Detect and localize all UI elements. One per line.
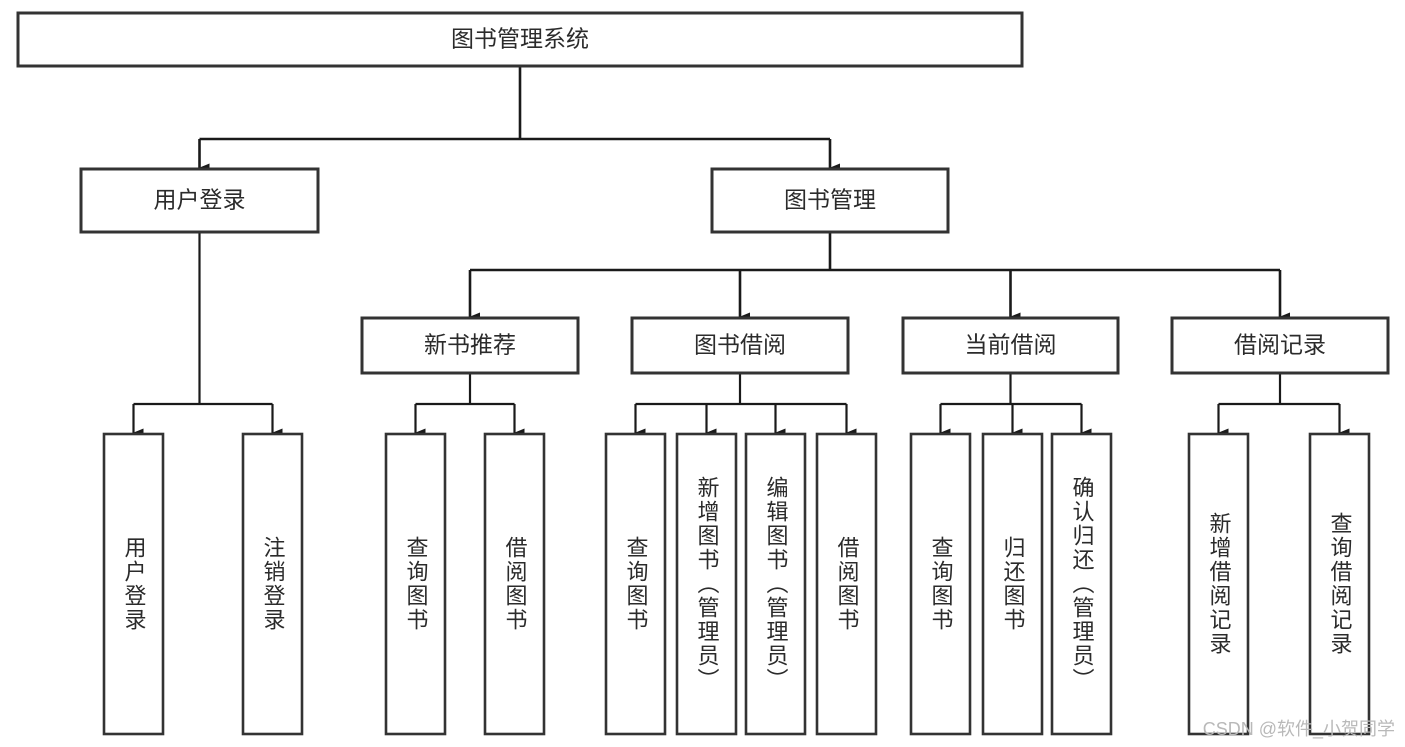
node-l3-新书推荐 <box>360 316 580 375</box>
node-l3-label-当前借阅: 当前借阅 <box>965 332 1057 358</box>
node-leaf-新增借阅记录-11 <box>1187 432 1250 736</box>
watermark: CSDN @软件_小贺同学 <box>1202 719 1395 739</box>
node-box-layer <box>16 11 1390 736</box>
node-leaf-注销登录-1 <box>241 432 304 736</box>
node-l3-label-借阅记录: 借阅记录 <box>1234 332 1326 358</box>
node-leaf-用户登录-0 <box>102 432 165 736</box>
node-leaf-借阅图书-7 <box>815 432 878 736</box>
connector-layer <box>132 66 1350 438</box>
node-l2-label-用户登录: 用户登录 <box>154 187 246 213</box>
node-l3-图书借阅 <box>630 316 850 375</box>
node-l3-label-新书推荐: 新书推荐 <box>424 332 516 358</box>
node-l2-图书管理 <box>710 167 950 234</box>
node-leaf-查询借阅记录-12 <box>1308 432 1371 736</box>
node-l2-label-图书管理: 图书管理 <box>784 187 876 213</box>
node-l3-借阅记录 <box>1170 316 1390 375</box>
node-leaf-查询图书-8 <box>909 432 972 736</box>
node-leaf-归还图书-9 <box>981 432 1044 736</box>
node-leaf-新增图书管理员-5 <box>675 432 738 736</box>
node-leaf-查询图书-4 <box>604 432 667 736</box>
node-root-图书管理系统 <box>16 11 1024 68</box>
node-leaf-编辑图书管理员-6 <box>744 432 807 736</box>
node-leaf-借阅图书-3 <box>483 432 546 736</box>
node-leaf-查询图书-2 <box>384 432 447 736</box>
node-root-label: 图书管理系统 <box>451 26 589 52</box>
node-leaf-确认归还管理员-10 <box>1050 432 1113 736</box>
node-l3-label-图书借阅: 图书借阅 <box>694 332 786 358</box>
node-l3-当前借阅 <box>901 316 1120 375</box>
node-l2-用户登录 <box>79 167 320 234</box>
